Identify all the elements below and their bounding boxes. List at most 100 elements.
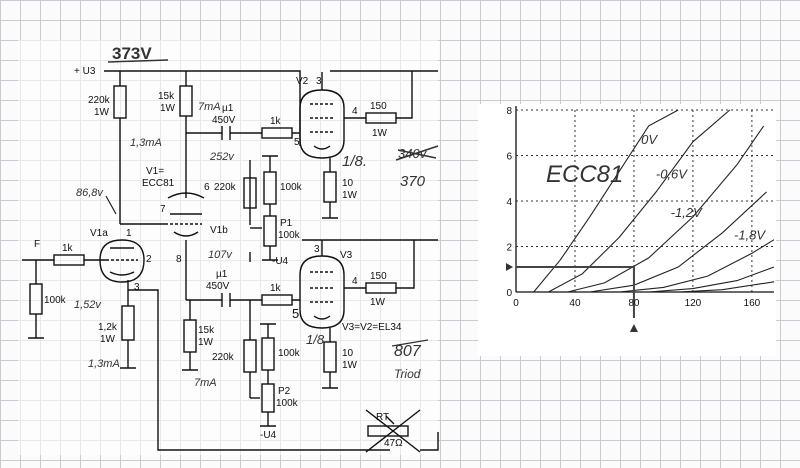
v1-pin-6: 6 [204,182,210,193]
v1b-connections [120,223,187,300]
v1-pin-1: 1 [126,228,132,239]
v3-grids [310,271,334,303]
schematic-sheet [18,40,438,455]
tube-807: 807 [394,343,422,360]
resistor-150-bot-rating: 1W [370,297,386,308]
operating-point-line [516,265,635,318]
resistor-150-top-label: 150 [370,101,387,112]
v3-cathode-wires [322,328,338,389]
v1a-cathode [109,271,135,276]
resistor-220k-bot [243,339,257,373]
resistor-rt [367,425,409,437]
resistor-100k-mid-label: 100k [280,182,303,193]
resistor-150-top [365,112,397,124]
v1-type: ECC81 [142,178,175,189]
rt-cross [365,409,421,453]
resistor-1k-top-label: 1k [270,116,282,127]
v2-pin-3: 3 [316,76,322,87]
resistor-150-bot-label: 150 [370,271,387,282]
resistor-150-bot [365,282,397,294]
x-tick-label-3: 120 [685,298,702,309]
current-top-right: 7mA [198,101,221,113]
resistor-10-bot-rating: 1W [342,360,358,371]
series-line-6 [678,281,775,293]
resistor-1k-input [53,254,85,266]
feedback-wire [128,289,439,451]
v1b-envelope-top [167,192,205,199]
x-tick-label-2: 80 [628,298,640,309]
r15k-bot-wires [182,300,198,371]
resistor-220k-mid [243,177,257,209]
resistor-1-2k-label: 1,2k [98,322,118,333]
v3-label: V3 [340,250,353,261]
crossed-voltage-strike [395,145,439,161]
capacitor-bot-rating: 450V [206,281,230,292]
v1b-label: V1b [210,225,228,236]
y-tick-label-3: 6 [506,152,512,163]
v3-cathode [313,315,331,320]
input-label: F [34,239,40,250]
fraction-bot: 1/8 [306,332,325,347]
resistor-10-bot [323,341,337,373]
v2-grids [310,103,334,119]
schematic: 373V + U3 220k 1W 1,3mA 15k 1W 7mA µ1 45… [22,44,439,453]
v2-cathode-wires [322,158,338,219]
capacitor-bot-value: µ1 [216,269,228,280]
resistor-10-top-rating: 1W [342,190,358,201]
v1-pin-2: 2 [146,254,152,265]
resistor-220k [113,85,127,119]
voltage-868: 86,8v [76,187,104,199]
resistor-10-bot-label: 10 [342,348,354,359]
y-tick-label-1: 2 [506,243,512,254]
capacitor-bot [221,293,231,307]
voltage-370: 370 [400,173,426,190]
p2-label: P2 [278,386,291,397]
resistor-15k-top-label: 15k [158,91,175,102]
resistor-10-top-label: 10 [342,178,354,189]
current-bottom-right: 7mA [194,377,217,389]
fraction-top: 1/8. [342,153,367,170]
v2-cathode [313,145,331,150]
anode-wires [119,71,187,224]
potentiometer-p2 [261,383,275,413]
minus-u4-top: -U4 [272,256,289,267]
resistor-15k-bot-label: 15k [198,325,215,336]
resistor-100k-input-label: 100k [44,295,67,306]
p1-label: P1 [280,218,293,229]
operating-point-marker-y [506,262,513,271]
v3-envelope [299,255,345,329]
p2-value: 100k [276,398,299,409]
capacitor-top-rating: 450V [212,115,236,126]
v2-pin-4: 4 [352,106,358,117]
operating-point-marker-x [629,324,638,332]
current-bottom-left: 1,3mA [88,358,120,370]
current-top-left: 1,3mA [130,137,162,149]
voltage-252: 252v [209,151,235,163]
series-label-0: 0V [641,132,658,147]
resistor-1k-bot-label: 1k [270,283,282,294]
resistor-220k-rating: 1W [94,107,110,118]
v3-pin-3: 3 [314,244,320,255]
series-line-0 [533,109,679,293]
p2-wires [260,323,276,427]
chart-series [506,109,775,332]
v2-label: V2 [296,76,309,87]
cathode-wires [120,280,136,369]
triode-note: Triod [394,367,421,381]
resistor-15k-bot-rating: 1W [198,337,214,348]
resistor-1-2k [121,305,135,341]
v1a-envelope [99,239,145,283]
resistor-100k-mid [263,171,277,205]
chart-card [478,104,776,356]
resistor-15k-top-rating: 1W [160,103,176,114]
v3-pin-4: 4 [352,276,358,287]
rt-value: 47Ω [384,438,403,449]
series-line-1 [548,109,731,293]
resistor-220k-mid-label: 220k [214,182,237,193]
v1-label: V1= [146,166,164,177]
chart-title: ECC81 [546,161,623,188]
x-tick-label-1: 40 [569,298,581,309]
resistor-100k-bot-label: 100k [278,348,301,359]
